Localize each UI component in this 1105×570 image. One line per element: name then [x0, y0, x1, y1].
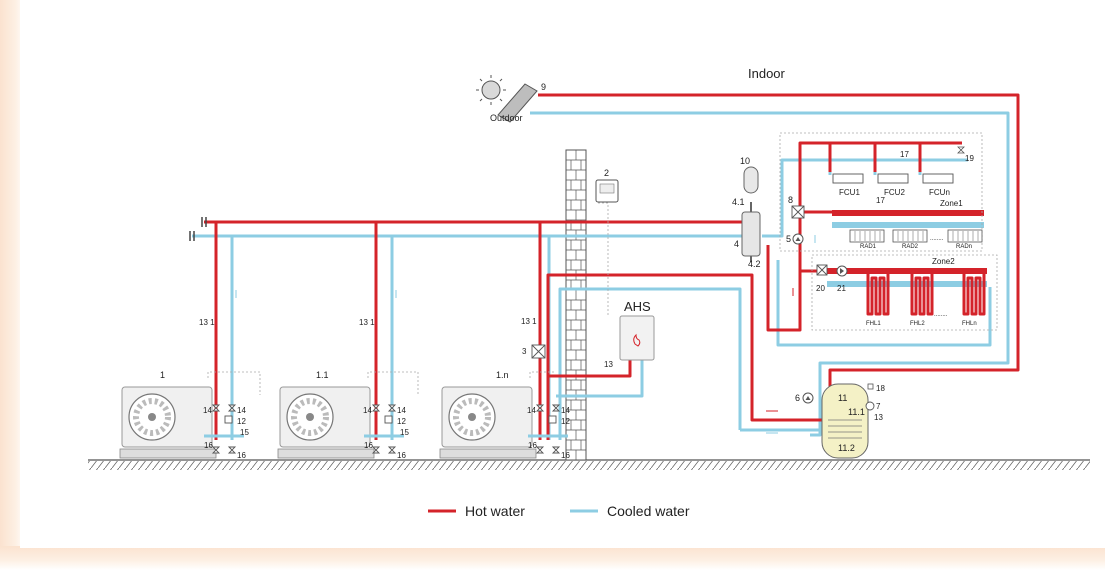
auxiliary-heat-source: AHS	[619, 299, 655, 361]
label-13-ahs: 13	[604, 360, 613, 369]
label-9: 9	[541, 82, 546, 92]
mixing-valve-8: 8	[788, 195, 805, 219]
label-16-e: 16	[528, 441, 537, 450]
legend: Hot water Cooled water	[428, 503, 690, 519]
rad1-label: RAD1	[860, 244, 877, 250]
label-7: 7	[876, 402, 881, 411]
fcu2-label: FCU2	[884, 188, 905, 197]
indoor-label: Indoor	[748, 66, 786, 81]
solar-collector: 9 Outdoor	[476, 75, 546, 123]
pump-5: 5	[786, 233, 804, 245]
label-16-f: 16	[561, 451, 570, 460]
pump-21: 21	[836, 265, 848, 293]
flow-arrows	[215, 235, 816, 434]
label-10: 10	[740, 156, 750, 166]
ahs-label: AHS	[624, 299, 651, 314]
label-11: 11	[838, 393, 847, 403]
label-14-f: 14	[561, 406, 570, 415]
flame-icon	[633, 333, 641, 347]
label-13-1-b: 13 1	[359, 318, 375, 327]
label-13-1-a: 13 1	[199, 318, 215, 327]
label-19: 19	[965, 154, 974, 163]
label-8: 8	[788, 195, 793, 205]
label-4-1: 4.1	[732, 197, 745, 207]
label-11-2: 11.2	[838, 443, 855, 453]
outdoor-unit-1-n: 1.n	[439, 370, 537, 459]
label-16-b: 16	[237, 451, 246, 460]
unit-valves	[204, 404, 568, 454]
label-12-b: 12	[397, 417, 406, 426]
label-14-e: 14	[527, 406, 536, 415]
label-14-a: 14	[203, 406, 212, 415]
label-14-c: 14	[363, 406, 372, 415]
label-5: 5	[786, 234, 791, 244]
fcu1-label: FCU1	[839, 188, 860, 197]
outdoor-label: Outdoor	[490, 113, 523, 123]
valve-20: 20	[816, 264, 828, 293]
zone-outlines	[207, 132, 998, 395]
zone2-label: Zone2	[932, 257, 955, 266]
label-14-d: 14	[397, 406, 406, 415]
label-16-d: 16	[397, 451, 406, 460]
fhl2-label: FHL2	[910, 321, 925, 327]
zone1-label: Zone1	[940, 199, 963, 208]
label-13-1-c: 13 1	[521, 317, 537, 326]
label-unit-1-1: 1.1	[316, 370, 329, 380]
label-17-a: 17	[900, 150, 909, 159]
fhln-label: FHLn	[962, 321, 977, 327]
ground	[88, 459, 1090, 470]
outdoor-unit-1: 1	[119, 370, 217, 459]
rad-dots: ........	[930, 236, 944, 242]
legend-cold-label: Cooled water	[607, 503, 690, 519]
rad2-label: RAD2	[902, 244, 919, 250]
buffer-tank: 4.1 4 4.2	[732, 197, 761, 269]
label-14-b: 14	[237, 406, 246, 415]
fhl-dots: ........	[934, 312, 948, 318]
label-11-1: 11.1	[848, 407, 865, 417]
brick-wall	[565, 149, 587, 461]
bottom-accent-glow	[0, 546, 1105, 570]
three-way-valve	[531, 344, 546, 359]
label-18: 18	[876, 384, 885, 393]
fcun-label: FCUn	[929, 188, 950, 197]
legend-hot-label: Hot water	[465, 503, 525, 519]
label-unit-1-n: 1.n	[496, 370, 509, 380]
outdoor-unit-1-1: 1.1	[277, 370, 375, 459]
thermostat-device: 2	[595, 168, 619, 203]
label-2: 2	[604, 168, 609, 178]
radn-label: RADn	[956, 244, 972, 250]
label-15-a: 15	[240, 428, 249, 437]
fhl1-label: FHL1	[866, 321, 881, 327]
label-20: 20	[816, 284, 825, 293]
unit-valve-labels: 14 14 12 15 16 16 14 14 12 15 16 16 14 1…	[199, 317, 613, 460]
label-12-a: 12	[237, 417, 246, 426]
label-16-a: 16	[204, 441, 213, 450]
floor-heating-zone2: Zone2 FHL1 FHL2 ........ FHLn 20 21	[816, 257, 977, 327]
label-unit-1: 1	[160, 370, 165, 380]
label-17-b: 17	[876, 196, 885, 205]
label-12-c: 12	[561, 417, 570, 426]
label-16-c: 16	[364, 441, 373, 450]
label-4-2: 4.2	[748, 259, 761, 269]
pipe-caps	[189, 217, 207, 241]
label-4: 4	[734, 239, 739, 249]
radiators-zone1: Zone1 RAD1 RAD2 ........ RADn	[849, 199, 983, 250]
label-3: 3	[522, 347, 527, 356]
pump-6: 6	[795, 392, 814, 404]
fan-coil-units: FCU1 FCU2 FCUn 17 17 19	[832, 146, 974, 205]
label-13-tank: 13	[874, 413, 883, 422]
label-15-b: 15	[400, 428, 409, 437]
expansion-vessel: 10	[740, 156, 759, 194]
domestic-hot-water-tank: 11 11.1 11.2 18 7 13	[821, 383, 885, 459]
label-6: 6	[795, 393, 800, 403]
label-21: 21	[837, 284, 846, 293]
sun-icon	[476, 75, 506, 105]
